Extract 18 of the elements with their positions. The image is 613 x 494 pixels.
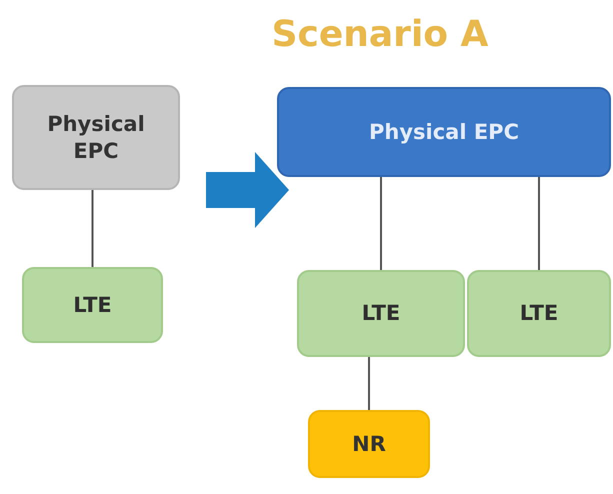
connector-line <box>92 190 94 267</box>
node-label: Physical EPC <box>46 111 146 164</box>
block-arrow <box>206 152 289 228</box>
node-box <box>467 270 611 357</box>
node-label: LTE <box>520 300 558 327</box>
connector-line <box>380 177 382 270</box>
node-label: Physical EPC <box>368 118 519 146</box>
node-box <box>277 87 611 177</box>
node-box <box>308 410 430 478</box>
connector-line <box>538 177 540 270</box>
node-label: LTE <box>362 300 400 327</box>
connector-line <box>368 357 370 410</box>
node-box <box>22 267 163 343</box>
title: Scenario A <box>270 13 490 57</box>
node-box <box>12 85 180 190</box>
node-label: NR <box>352 430 386 458</box>
node-label: LTE <box>73 292 112 318</box>
node-box <box>297 270 465 357</box>
